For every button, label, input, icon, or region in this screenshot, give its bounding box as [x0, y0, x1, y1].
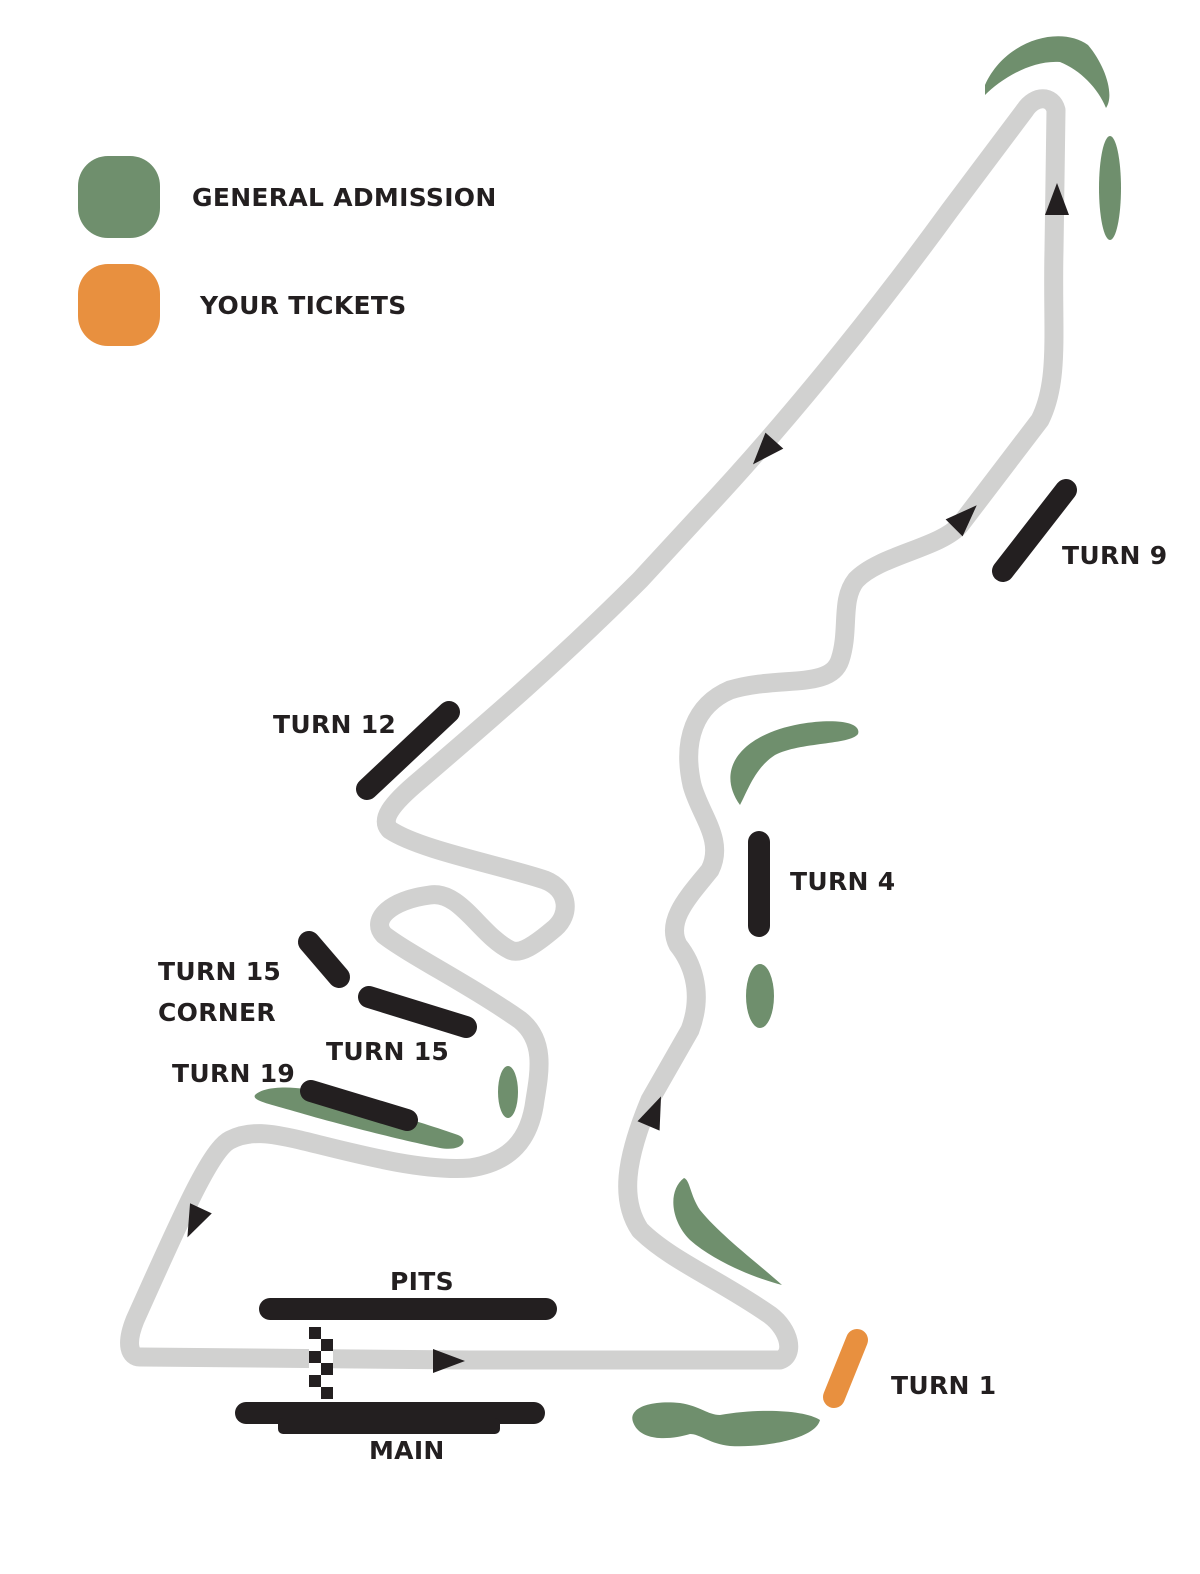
label-main: MAIN: [369, 1436, 445, 1465]
ga-area-turn-5[interactable]: [746, 964, 774, 1028]
legend-label-your-tickets: YOUR TICKETS: [200, 290, 407, 320]
ga-area-turn-9-top[interactable]: [1099, 136, 1121, 240]
label-turn-9: TURN 9: [1062, 541, 1168, 570]
label-pits: PITS: [390, 1267, 454, 1296]
stand-main-base: [278, 1418, 500, 1434]
stand-turn-15-corner[interactable]: [298, 931, 350, 988]
direction-arrow-icon: [187, 1203, 212, 1238]
checkered-flag-cell: [309, 1387, 321, 1399]
grandstands: [235, 479, 1077, 1434]
direction-arrow-icon: [637, 1096, 662, 1131]
general-admission-swatch: [78, 156, 160, 238]
checkered-flag-cell: [321, 1375, 333, 1387]
stand-turn-9[interactable]: [992, 479, 1077, 582]
label-turn-12: TURN 12: [273, 710, 397, 739]
checkered-flag-cell: [321, 1327, 333, 1339]
legend-label-general-admission: GENERAL ADMISSION: [192, 182, 497, 212]
label-turn-1: TURN 1: [891, 1371, 997, 1400]
stand-turn-12[interactable]: [356, 701, 460, 800]
start-finish-line-icon: [309, 1327, 333, 1399]
checkered-flag-cell: [321, 1351, 333, 1363]
label-turn-19: TURN 19: [172, 1059, 296, 1088]
label-turn-15: TURN 15: [326, 1037, 450, 1066]
stand-turn-15[interactable]: [358, 986, 477, 1038]
checkered-flag-cell: [321, 1387, 333, 1399]
checkered-flag-cell: [321, 1363, 333, 1375]
direction-arrow-icon: [1045, 183, 1069, 215]
race-track: [120, 89, 1066, 1370]
ga-area-turn-16[interactable]: [498, 1066, 518, 1118]
ga-area-turn-8[interactable]: [985, 36, 1110, 109]
label-turn-15-corner-line1: TURN 15: [158, 957, 282, 986]
label-turn-4: TURN 4: [790, 867, 896, 896]
ga-area-turn-1[interactable]: [632, 1402, 820, 1447]
checkered-flag-cell: [309, 1375, 321, 1387]
your-tickets-swatch: [78, 264, 160, 346]
checkered-flag-cell: [309, 1363, 321, 1375]
track-line: [120, 89, 1066, 1370]
direction-arrow-icon: [752, 432, 784, 465]
ga-area-turn-3[interactable]: [730, 721, 859, 805]
legend-item-your-tickets: YOUR TICKETS: [78, 264, 407, 346]
checkered-flag-cell: [309, 1351, 321, 1363]
label-turn-15-corner-line2: CORNER: [158, 998, 276, 1027]
direction-arrows: [187, 183, 1069, 1373]
checkered-flag-cell: [309, 1339, 321, 1351]
direction-arrow-icon: [433, 1349, 465, 1373]
ga-area-turn-19[interactable]: [254, 1087, 464, 1149]
legend-item-general-admission: GENERAL ADMISSION: [78, 156, 497, 238]
direction-arrow-icon: [945, 505, 977, 537]
checkered-flag-cell: [321, 1339, 333, 1351]
ga-area-turn-2[interactable]: [673, 1178, 782, 1285]
checkered-flag-cell: [309, 1327, 321, 1339]
stand-turn-1-your-tickets[interactable]: [823, 1329, 868, 1408]
general-admission-areas: [254, 36, 1121, 1447]
stand-turn-19[interactable]: [300, 1080, 418, 1131]
